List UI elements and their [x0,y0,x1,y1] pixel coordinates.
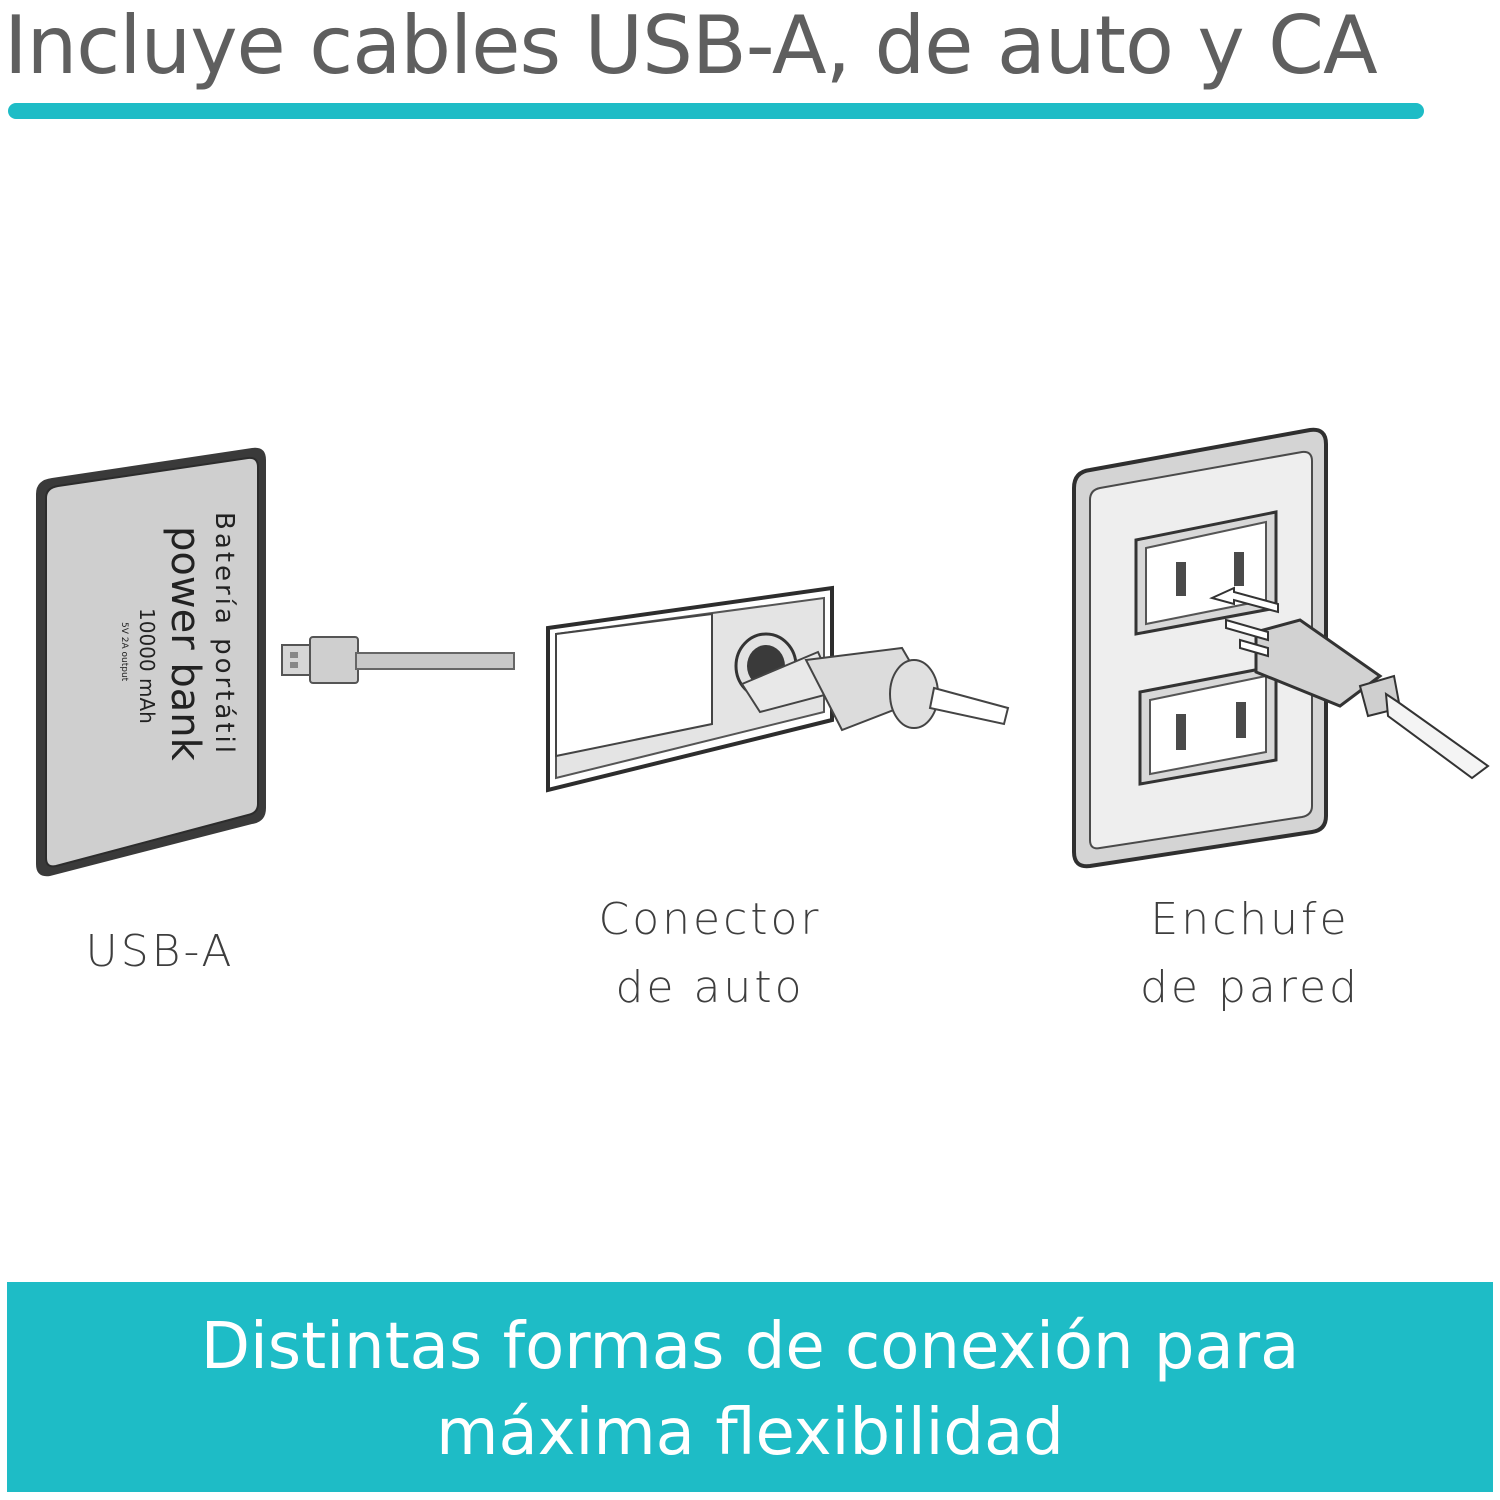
caption-car-line1: Conector [598,894,822,945]
power-bank-icon: Batería portátil power bank 10000 mAh 5V… [36,447,266,877]
usb-cable-icon [281,636,515,684]
power-bank-brand: power bank [162,526,208,762]
caption-wall-outlet: Enchufe de pared [1100,886,1400,1022]
power-bank-output: 5V 2A output [119,622,129,682]
caption-car-line2: de auto [615,962,805,1013]
footer-banner: Distintas formas de conexión para máxima… [7,1282,1493,1492]
caption-wall-line1: Enchufe [1150,894,1350,945]
banner-line2: máxima flexibilidad [436,1396,1064,1470]
power-bank-capacity: 10000 mAh [135,608,159,724]
power-bank-label: Batería portátil [209,512,239,756]
banner-text: Distintas formas de conexión para máxima… [7,1304,1493,1476]
page-title: Incluye cables USB-A, de auto y CA [4,0,1378,92]
title-underline [8,103,1424,119]
banner-line1: Distintas formas de conexión para [200,1310,1300,1384]
wall-outlet-icon [1072,427,1490,869]
caption-car-connector: Conector de auto [560,886,860,1022]
caption-usb-a-line1: USB-A [85,926,235,977]
car-connector-icon [546,585,1010,793]
caption-usb-a: USB-A [60,918,260,986]
caption-wall-line2: de pared [1139,962,1360,1013]
